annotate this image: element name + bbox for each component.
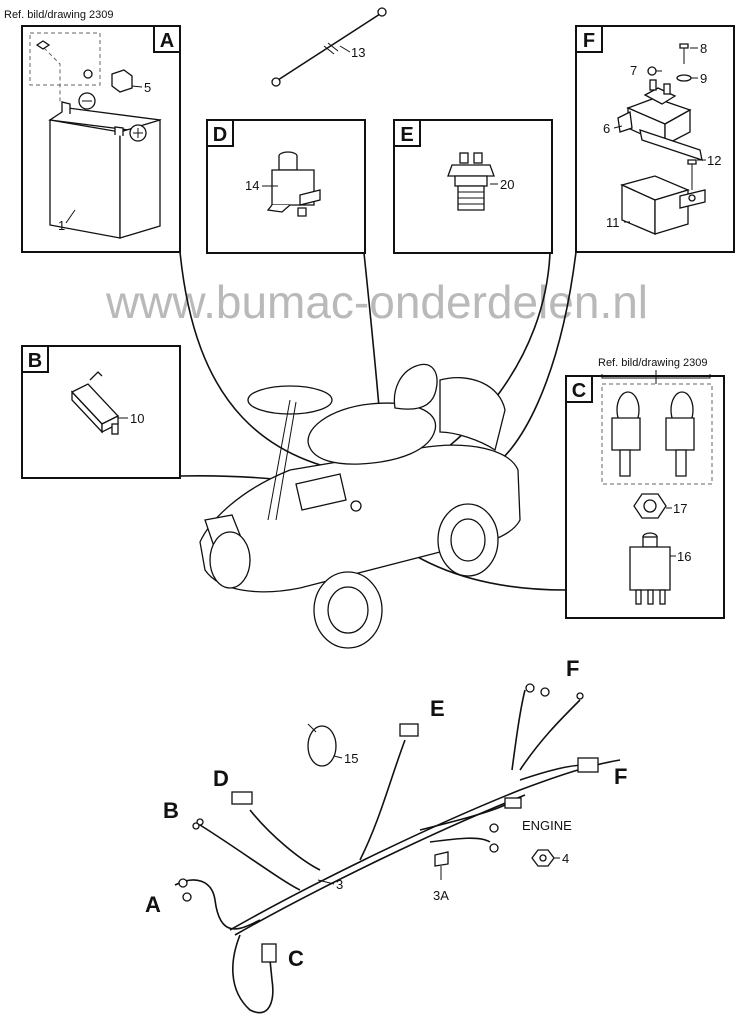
label-part-12: 12 (707, 153, 721, 168)
seat-switch-icon (266, 151, 321, 217)
battery-cable-icon: 13 (271, 7, 387, 87)
label-part-7: 7 (630, 63, 637, 78)
box-a-tag: A (160, 30, 174, 52)
label-part-3a: 3A (433, 888, 449, 903)
wire-harness-icon (174, 683, 621, 1014)
label-part-13: 13 (351, 45, 365, 60)
ignition-key-icon (611, 391, 641, 477)
harness-label-f-top: F (566, 656, 579, 681)
label-part-9: 9 (700, 71, 707, 86)
ignition-key-icon (665, 391, 695, 477)
connector-d (231, 791, 253, 805)
box-c-tag: C (572, 380, 586, 402)
label-part-6: 6 (603, 121, 610, 136)
box-a: A Ref. bild/drawing 2309 5 1 (4, 9, 181, 253)
box-d-tag: D (213, 124, 227, 146)
harness-label-d: D (213, 766, 229, 791)
connector-f (577, 757, 599, 773)
harness-label-a: A (145, 892, 161, 917)
microswitch-icon (70, 371, 120, 435)
label-part-15: 15 (344, 751, 358, 766)
terminal-cap-icon (111, 69, 133, 93)
box-e-tag: E (400, 124, 413, 146)
ignition-switch-icon (629, 532, 671, 605)
battery-icon (43, 47, 162, 239)
solenoid-icon (617, 79, 703, 161)
box-d: D 14 (206, 119, 366, 254)
label-part-16: 16 (677, 549, 691, 564)
box-c: C Ref. bild/drawing 2309 17 (565, 357, 725, 619)
ref-label-c: Ref. bild/drawing 2309 (598, 357, 707, 369)
nut-icon (531, 849, 555, 867)
watermark: www.bumac-onderdelen.nl (105, 276, 648, 328)
label-part-14: 14 (245, 178, 259, 193)
connector-engine (504, 797, 522, 809)
box-e: E 20 (393, 119, 553, 254)
label-part-20: 20 (500, 177, 514, 192)
box-b-tag: B (28, 350, 42, 372)
box-f: F 7 8 9 6 12 (575, 25, 735, 253)
mower-icon (199, 363, 521, 649)
engine-label: ENGINE (522, 818, 572, 833)
label-part-5: 5 (144, 80, 151, 95)
label-part-8: 8 (700, 41, 707, 56)
label-part-17: 17 (673, 501, 687, 516)
label-part-3: 3 (336, 877, 343, 892)
label-part-11: 11 (606, 215, 620, 230)
connector-c (261, 943, 277, 963)
cable-tie-icon (307, 723, 337, 767)
box-b: B 10 (21, 345, 181, 479)
label-part-1: 1 (58, 218, 65, 233)
box-f-tag: F (583, 30, 595, 52)
harness-label-b: B (163, 798, 179, 823)
relay-icon (620, 175, 706, 235)
harness-label-c: C (288, 946, 304, 971)
nut-icon (633, 493, 667, 519)
harness-label-e: E (430, 696, 445, 721)
connector-e (399, 723, 419, 737)
temp-sensor-icon (447, 152, 495, 211)
label-part-4: 4 (562, 851, 569, 866)
harness-label-f-right: F (614, 764, 627, 789)
nut-icon (647, 66, 657, 76)
ref-label-top: Ref. bild/drawing 2309 (4, 9, 113, 21)
label-part-10: 10 (130, 411, 144, 426)
